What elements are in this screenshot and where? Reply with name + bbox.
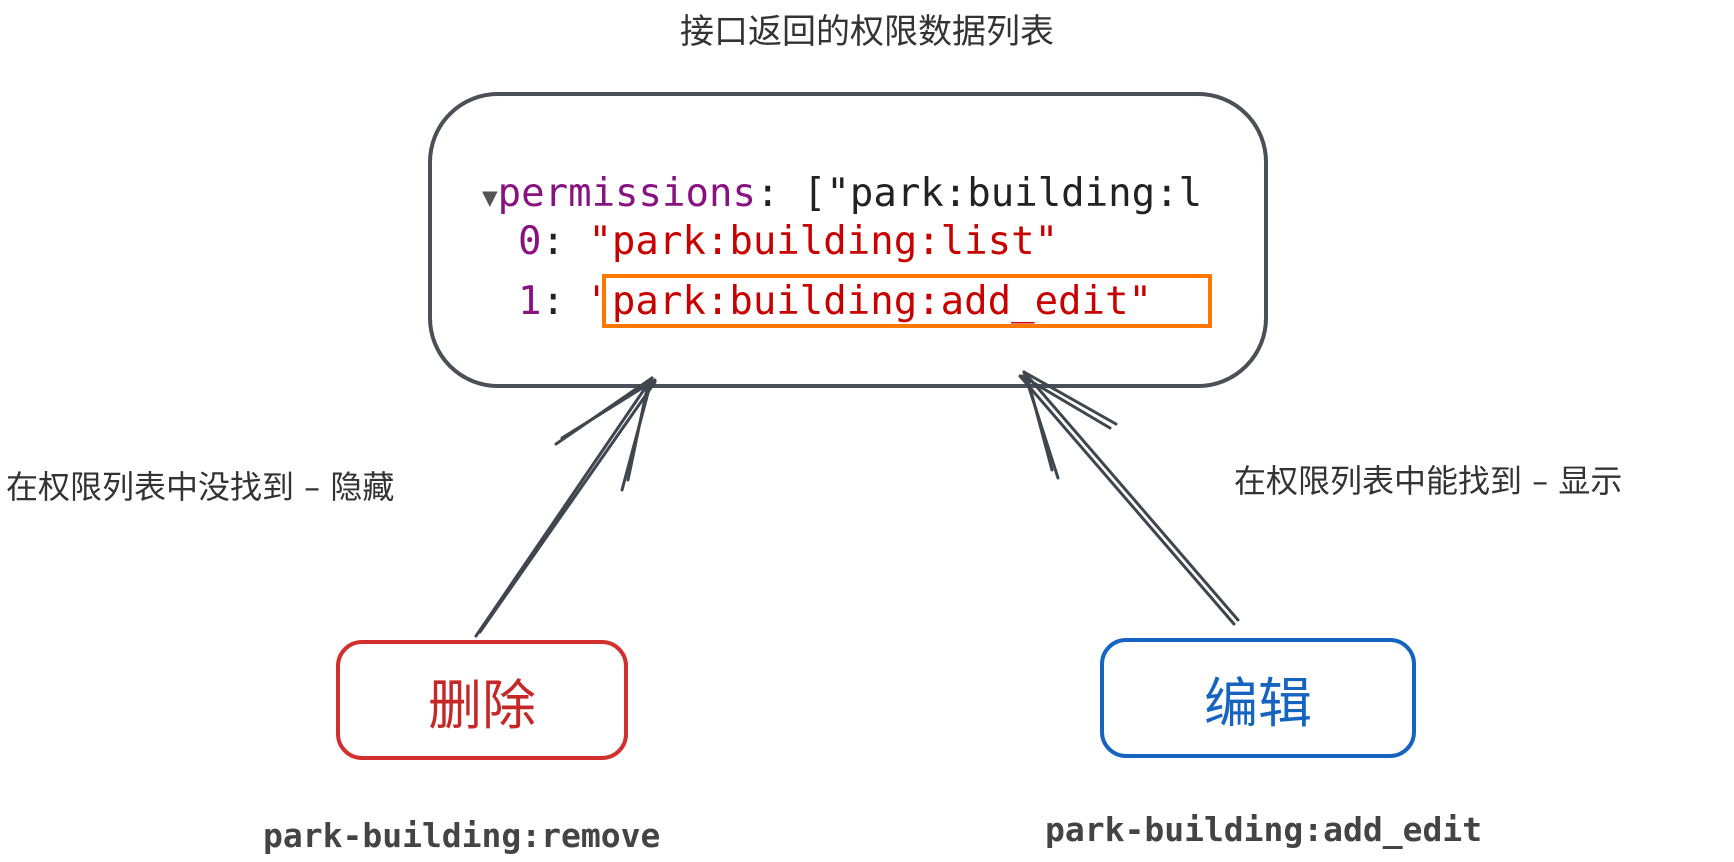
permission-item-1: 1: "park:building:add_edit" <box>518 279 1152 324</box>
left-arrow <box>474 376 657 638</box>
highlight-box <box>602 274 1212 328</box>
right-note: 在权限列表中能找到 – 显示 <box>1234 462 1623 500</box>
left-note: 在权限列表中没找到 – 隐藏 <box>6 468 395 506</box>
permissions-line: ▼permissions: ["park:building:l <box>482 171 1203 216</box>
expand-triangle-icon: ▼ <box>482 183 498 213</box>
diagram-title: 接口返回的权限数据列表 <box>680 12 1054 52</box>
delete-permission-label: park-building:remove <box>263 816 661 855</box>
permissions-preview: ["park:building:l <box>779 171 1203 216</box>
permissions-list-box: ▼permissions: ["park:building:l 0: "park… <box>428 92 1268 388</box>
edit-button[interactable]: 编辑 <box>1100 638 1416 758</box>
right-arrow <box>1018 370 1240 626</box>
permission-item-0: 0: "park:building:list" <box>518 219 1059 264</box>
permissions-key: permissions <box>497 171 756 216</box>
delete-button[interactable]: 删除 <box>336 640 628 760</box>
edit-permission-label: park-building:add_edit <box>1045 810 1483 849</box>
